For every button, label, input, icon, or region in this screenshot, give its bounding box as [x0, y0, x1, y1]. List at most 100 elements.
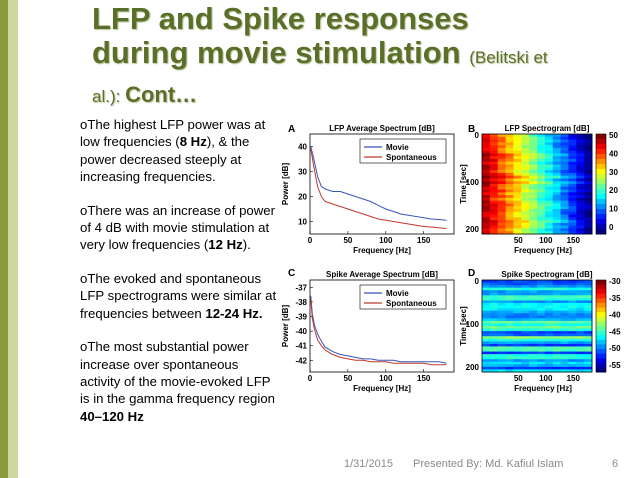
heatmap-cell: [489, 184, 499, 188]
heatmap-cell: [537, 310, 546, 314]
heatmap-cell: [505, 214, 514, 218]
heatmap-cell: [497, 214, 507, 218]
heatmap-cell: [489, 290, 499, 294]
heatmap-cell: [568, 134, 577, 138]
heatmap-cell: [529, 364, 538, 368]
x-tick-label: 50: [514, 374, 523, 383]
heatmap-cell: [584, 225, 593, 229]
heatmap-cell: [529, 197, 538, 202]
colorbar-segment: [596, 179, 606, 185]
heatmap-cell: [552, 225, 562, 229]
heatmap-cell: [489, 156, 499, 160]
heatmap-cell: [537, 134, 546, 138]
heatmap-cell: [576, 349, 585, 353]
heatmap-cell: [544, 356, 554, 360]
heatmap-cell: [521, 206, 530, 210]
heatmap-cell: [584, 346, 593, 350]
heatmap-cell: [482, 364, 491, 368]
heatmap-cell: [552, 211, 562, 216]
heatmap-cell: [513, 228, 522, 232]
heatmap-cell: [552, 300, 562, 304]
heatmap-cell: [497, 181, 507, 185]
heatmap-cell: [552, 346, 562, 350]
heatmap-cell: [497, 189, 507, 193]
heatmap-cell: [489, 200, 499, 204]
heatmap-cell: [552, 200, 562, 204]
heatmap-cell: [576, 214, 585, 218]
colorbar-segment: [596, 144, 606, 150]
heatmap-cell: [537, 145, 546, 149]
heatmap-cell: [489, 150, 499, 154]
heatmap-cell: [497, 295, 507, 299]
heatmap-cell: [544, 297, 554, 301]
heatmap-cell: [521, 346, 530, 350]
heatmap-cell: [544, 280, 554, 284]
heatmap-cell: [560, 305, 569, 309]
x-axis-label: Frequency [Hz]: [353, 246, 411, 255]
heatmap-cell: [544, 300, 554, 304]
heatmap-cell: [560, 186, 569, 191]
heatmap-cell: [568, 172, 577, 177]
heatmap-cell: [576, 161, 585, 166]
heatmap-cell: [560, 156, 569, 160]
heatmap-cell: [497, 349, 507, 353]
heatmap-cell: [544, 343, 554, 347]
heatmap-cell: [482, 369, 491, 373]
accent-bar-dark: [0, 0, 8, 478]
heatmap-cell: [568, 328, 577, 332]
heatmap-cell: [584, 136, 593, 141]
heatmap-cell: [537, 320, 546, 324]
colorbar-segment: [596, 358, 606, 364]
heatmap-cell: [529, 326, 538, 330]
heatmap-cell: [537, 228, 546, 232]
heatmap-cell: [584, 356, 593, 360]
panel-letter-d: D: [468, 268, 475, 279]
heatmap-cell: [521, 145, 530, 149]
heatmap-cell: [552, 189, 562, 193]
heatmap-cell: [568, 331, 577, 335]
heatmap-cell: [568, 326, 577, 330]
heatmap-cell: [560, 228, 569, 232]
colorbar-tick-label: -40: [609, 311, 621, 320]
heatmap-cell: [489, 285, 499, 289]
heatmap-cell: [568, 153, 577, 157]
heatmap-cell: [544, 290, 554, 294]
heatmap-cell: [537, 356, 546, 360]
heatmap-cell: [560, 354, 569, 358]
heatmap-cell: [552, 167, 562, 171]
y-tick-label: 0: [475, 277, 480, 286]
heatmap-cell: [576, 142, 585, 146]
panel-letter-a: A: [288, 124, 295, 135]
heatmap-cell: [544, 172, 554, 177]
y-axis-label: Power [dB]: [282, 305, 290, 348]
heatmap-cell: [560, 320, 569, 324]
heatmap-cell: [537, 136, 546, 141]
heatmap-cell: [584, 186, 593, 191]
heatmap-cell: [552, 331, 562, 335]
heatmap-cell: [529, 287, 538, 291]
y-tick-label: 100: [466, 178, 480, 187]
heatmap-cell: [513, 341, 522, 345]
heatmap-cell: [513, 139, 522, 143]
heatmap-cell: [497, 290, 507, 294]
heatmap-cell: [505, 361, 514, 365]
heatmap-cell: [513, 211, 522, 216]
heatmap-cell: [482, 351, 491, 355]
heatmap-cell: [544, 228, 554, 232]
heatmap-cell: [513, 354, 522, 358]
heatmap-cell: [505, 142, 514, 146]
heatmap-cell: [544, 305, 554, 309]
heatmap-cell: [576, 346, 585, 350]
heatmap-cell: [505, 209, 514, 213]
heatmap-cell: [505, 172, 514, 177]
heatmap-cell: [513, 164, 522, 168]
heatmap-cell: [505, 147, 514, 152]
x-tick-label: 0: [308, 374, 313, 383]
heatmap-cell: [497, 220, 507, 224]
heatmap-cell: [544, 134, 554, 138]
heatmap-cell: [568, 346, 577, 350]
heatmap-cell: [552, 315, 562, 319]
colorbar-segment: [596, 349, 606, 355]
heatmap-cell: [482, 142, 491, 146]
heatmap-cell: [544, 142, 554, 146]
